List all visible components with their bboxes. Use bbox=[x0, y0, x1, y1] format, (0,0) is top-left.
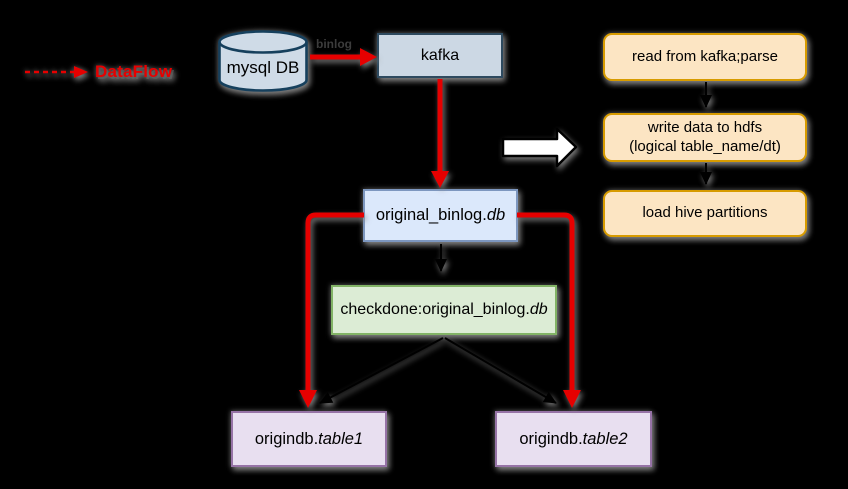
arrowhead-binlog-to-table2 bbox=[563, 390, 581, 408]
step-load-hive-partitions: load hive partitions bbox=[603, 190, 807, 237]
legend-label: DataFlow bbox=[95, 62, 173, 81]
step-load-label: load hive partitions bbox=[642, 204, 768, 222]
node-original-binlog-db: original_binlog.db bbox=[363, 189, 518, 242]
step-read-from-kafka: read from kafka;parse bbox=[603, 33, 807, 81]
dataflow-dashed-arrow-icon bbox=[25, 66, 88, 78]
kafka-label: kafka bbox=[420, 46, 460, 64]
original-binlog-label: original_binlog.db bbox=[375, 206, 506, 224]
mysql-db-label: mysql DB bbox=[226, 57, 300, 77]
checkdone-label: checkdone:original_binlog.db bbox=[340, 301, 548, 318]
edge-label-binlog: binlog bbox=[316, 37, 352, 51]
node-origindb-table1: origindb.table1 bbox=[231, 411, 387, 467]
node-origindb-table2: origindb.table2 bbox=[495, 411, 652, 467]
arrow-checkdone-to-table2 bbox=[444, 337, 557, 404]
node-checkdone: checkdone:original_binlog.db bbox=[331, 285, 557, 335]
database-cylinder-icon bbox=[218, 30, 308, 92]
table2-label: origindb.table2 bbox=[519, 429, 628, 448]
legend: DataFlow bbox=[24, 62, 172, 82]
step-write-label-line1: write data to hdfs bbox=[647, 118, 763, 136]
step-write-to-hdfs: write data to hdfs (logical table_name/d… bbox=[603, 113, 807, 162]
arrow-checkdone-to-table1 bbox=[319, 337, 444, 404]
node-mysql-db: mysql DB bbox=[218, 30, 308, 92]
node-kafka: kafka bbox=[377, 33, 503, 78]
table1-label: origindb.table1 bbox=[254, 429, 364, 448]
step-write-label-line2: (logical table_name/dt) bbox=[629, 137, 781, 155]
block-arrow-icon bbox=[501, 127, 578, 168]
step-read-label: read from kafka;parse bbox=[632, 47, 778, 65]
arrowhead-binlog-to-table1 bbox=[299, 390, 317, 408]
arrowhead-mysql-to-kafka bbox=[360, 48, 377, 66]
arrowhead-kafka-to-binlog bbox=[431, 171, 449, 188]
